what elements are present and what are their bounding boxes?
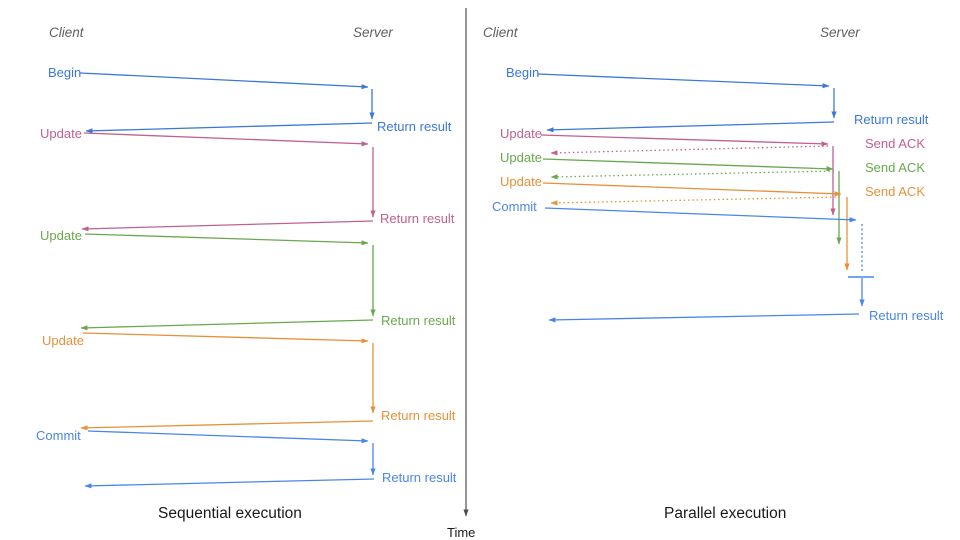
update-3-return-label: Return result: [381, 408, 456, 423]
server-header: Server: [353, 25, 393, 40]
update-3-return-arrow: [80, 420, 374, 431]
update-3-request-arrow: [82, 332, 369, 344]
update-2-return-label: Return result: [381, 313, 456, 328]
client-header: Client: [483, 25, 519, 40]
commit-return-arrow: [84, 478, 375, 489]
update-1-label: Update: [40, 126, 82, 141]
begin-request-arrow: [537, 73, 830, 89]
begin-return-label: Return result: [854, 112, 929, 127]
begin-return-arrow: [546, 121, 835, 133]
commit-request-arrow: [544, 207, 857, 223]
commit-label: Commit: [36, 428, 81, 443]
update-1-label: Update: [500, 126, 542, 141]
begin-request-arrow: [79, 72, 369, 90]
update-3-ack-arrow: [550, 196, 841, 206]
update-1-request-arrow: [83, 132, 369, 147]
commit-return-label: Return result: [382, 470, 457, 485]
commit-return-arrow: [548, 313, 860, 323]
panel-caption: Sequential execution: [158, 505, 302, 522]
time-axis-label: Time: [447, 525, 475, 540]
update-1-ack-arrow: [550, 145, 829, 156]
begin-return-label: Return result: [377, 119, 452, 134]
send-ack-2-label: Send ACK: [865, 160, 925, 175]
server-header: Server: [820, 25, 860, 40]
client-header: Client: [49, 25, 85, 40]
update-2-ack-arrow: [550, 170, 835, 180]
begin-return-arrow: [85, 122, 373, 134]
commit-label: Commit: [492, 199, 537, 214]
update-2-request-arrow: [84, 233, 369, 246]
update-2-label: Update: [500, 150, 542, 165]
time-axis: Time: [447, 8, 475, 540]
update-2-label: Update: [40, 228, 82, 243]
update-1-request-arrow: [540, 134, 829, 147]
update-2-return-arrow: [80, 319, 374, 331]
begin-label: Begin: [48, 65, 81, 80]
send-ack-1-label: Send ACK: [865, 136, 925, 151]
update-1-return-label: Return result: [380, 211, 455, 226]
update-1-return-arrow: [81, 220, 374, 232]
commit-return-label: Return result: [869, 308, 944, 323]
update-2-request-arrow: [542, 158, 834, 172]
update-3-label: Update: [42, 333, 84, 348]
update-3-label: Update: [500, 174, 542, 189]
commit-request-arrow: [87, 430, 369, 444]
panel-caption: Parallel execution: [664, 505, 786, 522]
send-ack-3-label: Send ACK: [865, 184, 925, 199]
begin-label: Begin: [506, 65, 539, 80]
update-3-request-arrow: [542, 182, 842, 197]
